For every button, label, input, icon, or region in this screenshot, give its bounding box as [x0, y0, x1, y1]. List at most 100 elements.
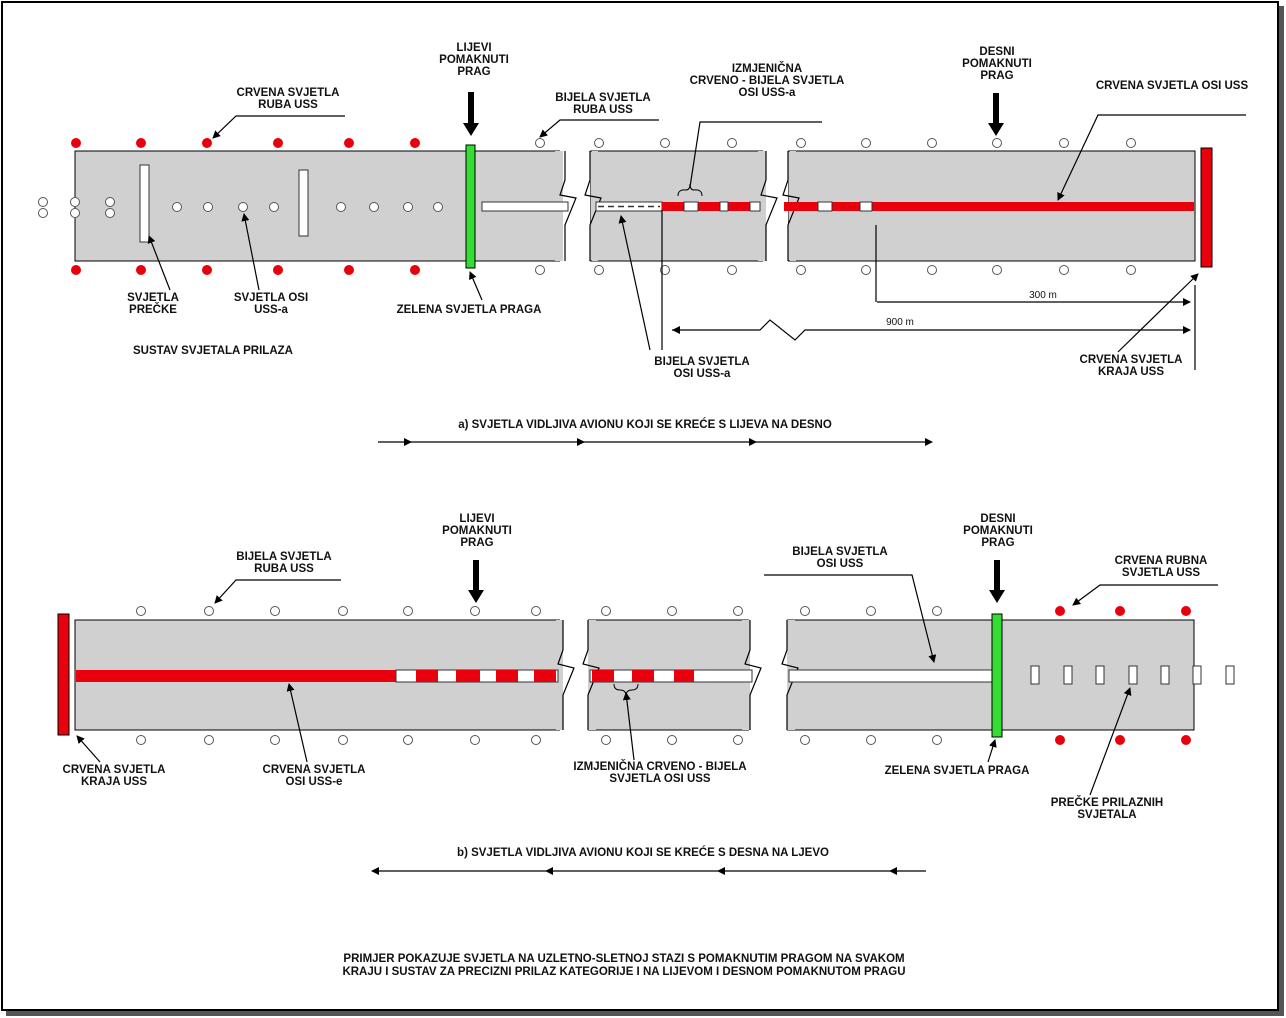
white-edge-light [932, 606, 942, 616]
centreline-white-light [203, 202, 213, 212]
label-lijevi-prag-b-line-2: POMAKNUTI [442, 525, 512, 537]
leader-crvena-rubna-b [1072, 584, 1218, 606]
leader-svjetla-osi [241, 213, 260, 291]
label-bijela-ruba-b-line-1: BIJELA SVJETLA [236, 551, 331, 563]
caption-a: a) SVJETLA VIDLJIVA AVIONU KOJI SE KREĆE… [458, 418, 832, 431]
red-edge-light [71, 265, 81, 275]
centreline-red-stripe [784, 202, 1194, 211]
white-edge-light [601, 735, 611, 745]
approach-light [105, 197, 115, 207]
label-bijela-ruba-a-line-2: RUBA USS [573, 104, 633, 116]
break-edge-b1 [557, 620, 575, 730]
white-edge-light [535, 138, 545, 148]
label-zelena-praga-b: ZELENA SVJETLA PRAGA [885, 765, 1030, 777]
left-threshold-arrow-b-head [468, 590, 484, 603]
label-lijevi-prag-a-line-1: LIJEVI [456, 42, 491, 54]
approach-crossbar-light [1030, 665, 1040, 685]
white-edge-light [601, 606, 611, 616]
red-edge-light [273, 138, 283, 148]
leader-precke-b [1089, 687, 1132, 796]
leader-crvena-ruba-a [212, 115, 345, 139]
leader-bijela-osi-b [764, 574, 937, 663]
red-edge-light [1055, 735, 1065, 745]
label-bijela-osi-b-line-1: BIJELA SVJETLA [792, 546, 887, 558]
centreline-red-block [698, 202, 720, 211]
approach-crossbar-light [1128, 665, 1138, 685]
approach-crossbar-light [1063, 665, 1073, 685]
white-edge-light [594, 265, 604, 275]
red-edge-light [410, 138, 420, 148]
leader-izmjenicna-b [622, 692, 635, 761]
label-desni-prag-b-line-1: DESNI [980, 513, 1015, 525]
label-svjetla-osi-line-2: USS-a [254, 304, 288, 316]
centreline-white-light [238, 202, 248, 212]
white-edge-light [535, 265, 545, 275]
label-crvena-kraja-b-line-2: KRAJA USS [81, 776, 147, 788]
white-edge-light [927, 138, 937, 148]
left-threshold-arrow-a-shaft [468, 92, 474, 124]
label-bijela-ruba-a-line-1: BIJELA SVJETLA [555, 92, 650, 104]
white-edge-light [136, 606, 146, 616]
approach-light [70, 197, 80, 207]
white-edge-light [338, 606, 348, 616]
white-edge-light [1059, 265, 1069, 275]
centreline-white-block [719, 201, 729, 212]
label-crvena-rubna-b-line-2: SVJETLA USS [1122, 567, 1201, 579]
dim-label-300: 300 m [1029, 290, 1057, 301]
red-end-bar [1200, 147, 1213, 268]
footer-note-line-2: KRAJU I SUSTAV ZA PRECIZNI PRILAZ KATEGO… [342, 966, 905, 978]
red-edge-light [1181, 735, 1191, 745]
white-edge-light [800, 735, 810, 745]
direction-arrowhead-a [577, 438, 585, 446]
label-bijela-osi-a-line-1: BIJELA SVJETLA [654, 356, 749, 368]
white-edge-light [733, 735, 743, 745]
centreline-white-block [683, 201, 699, 212]
red-edge-light [136, 138, 146, 148]
approach-light [38, 208, 48, 218]
red-edge-light [202, 265, 212, 275]
centreline-red-block [728, 202, 750, 211]
approach-crossbar-light [1225, 665, 1235, 685]
break-edge-b4 [781, 620, 799, 730]
leader-svjetla-precke [147, 235, 171, 291]
dim-label-900: 900 m [886, 317, 914, 328]
green-threshold-bar-left [465, 144, 476, 269]
break-edge-a1 [559, 151, 577, 261]
caption-b: b) SVJETLA VIDLJIVA AVIONU KOJI SE KREĆE… [457, 846, 829, 859]
label-precke-b-line-2: SVJETALA [1077, 809, 1136, 821]
centreline-white-light [269, 202, 279, 212]
white-edge-light [1126, 265, 1136, 275]
centreline-red-stripe-b [76, 670, 396, 682]
runway-fill-a3 [758, 151, 766, 261]
centreline-red-block-b [456, 670, 480, 682]
white-edge-light [667, 606, 677, 616]
label-sustav-prilaza: SUSTAV SVJETALA PRILAZA [133, 345, 293, 357]
leader-crvena-kraja-a [1117, 273, 1199, 353]
red-edge-light [1115, 735, 1125, 745]
runway-fill-a2 [592, 151, 598, 261]
centreline-red-block-b2 [674, 670, 694, 682]
left-threshold-arrow-a-head [463, 123, 479, 136]
red-edge-light [136, 265, 146, 275]
label-desni-prag-a-line-3: PRAG [980, 70, 1013, 82]
white-edge-light [800, 606, 810, 616]
white-edge-light [1126, 138, 1136, 148]
dim-line-900 [672, 319, 1191, 341]
label-svjetla-precke-line-1: SVJETLA [127, 292, 179, 304]
label-lijevi-prag-b-line-1: LIJEVI [459, 513, 494, 525]
label-crvena-kraja-a-line-1: CRVENA SVJETLA [1080, 354, 1183, 366]
white-edge-light [204, 606, 214, 616]
leader-bijela-ruba-b [214, 579, 341, 604]
break-edge-b2 [582, 620, 600, 730]
label-precke-b-line-1: PREČKE PRILAZNIH [1051, 796, 1163, 809]
label-bijela-osi-b-line-2: OSI USS [817, 558, 864, 570]
label-desni-prag-a-line-1: DESNI [979, 46, 1014, 58]
label-izmjenicna-a-line-1: IZMJENIČNA [732, 62, 802, 75]
approach-crossbar-light [1192, 665, 1202, 685]
centreline-white-light [336, 202, 346, 212]
red-end-bar-b [57, 613, 70, 736]
red-edge-light [344, 138, 354, 148]
white-edge-light [531, 606, 541, 616]
red-edge-light [410, 265, 420, 275]
